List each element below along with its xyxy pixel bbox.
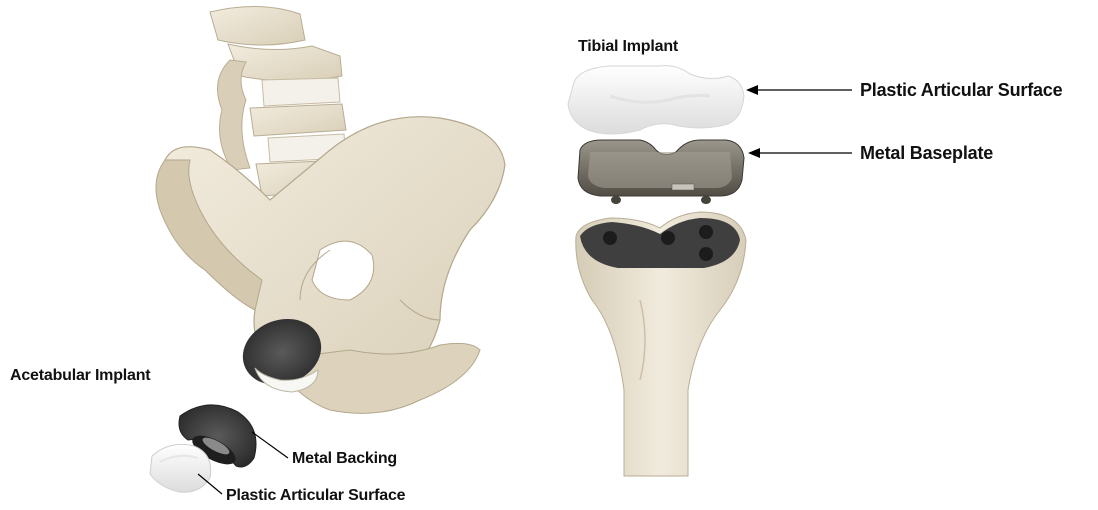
pelvis-illustration <box>156 6 505 413</box>
plastic-articular-insert-illustration <box>568 66 744 134</box>
metal-backing-label: Metal Backing <box>292 450 397 468</box>
tibial-plastic-surface-label: Plastic Articular Surface <box>860 80 1062 101</box>
tibial-implant-title: Tibial Implant <box>578 38 678 56</box>
metal-backing-leader <box>252 432 288 458</box>
metal-baseplate-label: Metal Baseplate <box>860 143 993 164</box>
acetabular-implant-title: Acetabular Implant <box>10 367 150 385</box>
metal-baseplate-illustration <box>578 140 744 204</box>
metal-baseplate-arrow <box>748 148 852 158</box>
plastic-surface-arrow <box>746 85 852 95</box>
acetabular-plastic-liner-illustration <box>150 444 211 492</box>
acetabular-plastic-surface-label: Plastic Articular Surface <box>226 487 405 505</box>
tibia-illustration <box>576 212 746 476</box>
